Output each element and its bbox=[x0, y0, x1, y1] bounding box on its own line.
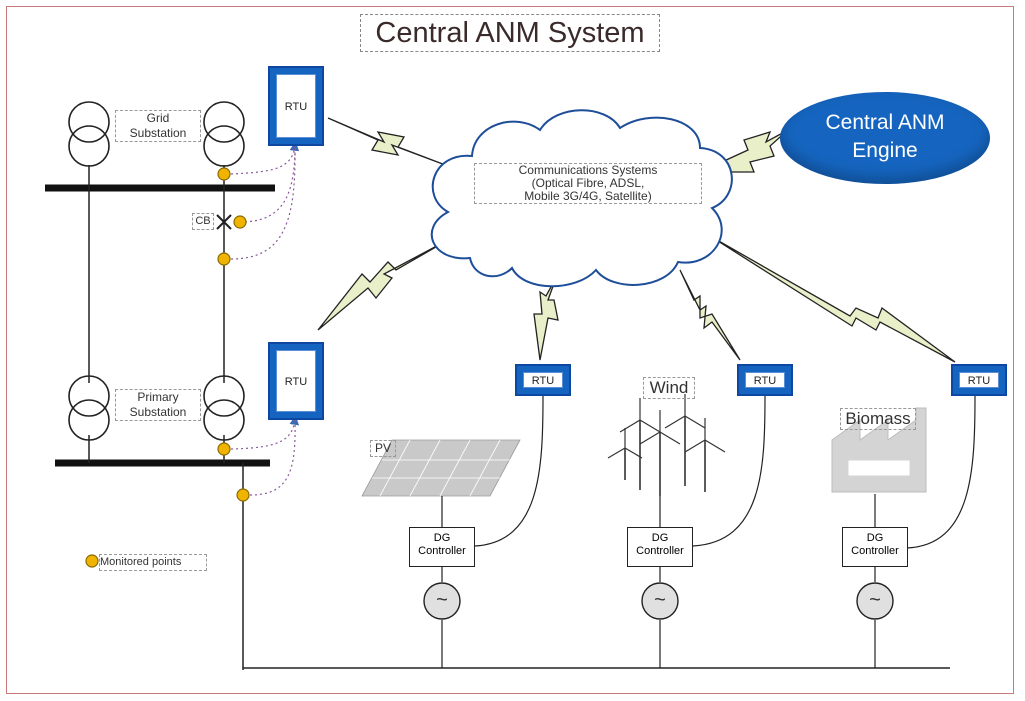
monitored-point bbox=[217, 442, 231, 456]
lightning-link-primary-rtu bbox=[317, 239, 449, 331]
rtu-biomass-label: RTU bbox=[967, 375, 991, 387]
generators bbox=[423, 582, 894, 620]
rtu-primary[interactable]: RTU bbox=[268, 342, 324, 420]
dg-pv-line1: DG bbox=[433, 532, 451, 544]
dg-wind-line2: Controller bbox=[636, 545, 684, 557]
primary-transformer-right bbox=[203, 375, 245, 441]
rtu-pv-label: RTU bbox=[531, 375, 555, 387]
rtu-wind[interactable]: RTU bbox=[737, 364, 793, 396]
generator-wind-symbol: ~ bbox=[654, 589, 666, 611]
central-anm-engine[interactable]: Central ANM Engine bbox=[780, 92, 990, 184]
dg-biomass-line2: Controller bbox=[851, 545, 899, 557]
generator-biomass-icon bbox=[856, 582, 894, 620]
wireless-links bbox=[317, 117, 956, 363]
lightning-link-biomass-rtu bbox=[709, 235, 956, 363]
monitored-point bbox=[233, 215, 247, 229]
generator-biomass-symbol: ~ bbox=[869, 589, 881, 611]
dg-controller-biomass[interactable]: DG Controller bbox=[842, 527, 908, 567]
grid-transformer-left bbox=[68, 101, 110, 167]
grid-label-line1: Grid bbox=[146, 111, 170, 125]
grid-substation-label: Grid Substation bbox=[115, 110, 201, 142]
rtu-grid-label: RTU bbox=[284, 101, 308, 113]
dg-wind-line1: DG bbox=[651, 532, 669, 544]
grid-transformer-right bbox=[203, 101, 245, 167]
rtu-dg-links bbox=[474, 395, 976, 549]
page-title: Central ANM System bbox=[360, 14, 660, 52]
dg-controller-wind[interactable]: DG Controller bbox=[627, 527, 693, 567]
biomass-label: Biomass bbox=[840, 408, 916, 430]
generator-pv-icon bbox=[423, 582, 461, 620]
wind-turbines-icon bbox=[607, 394, 726, 496]
dg-pv-line2: Controller bbox=[418, 545, 466, 557]
wind-label: Wind bbox=[643, 377, 695, 399]
generator-wind-icon bbox=[641, 582, 679, 620]
rtu-biomass[interactable]: RTU bbox=[951, 364, 1007, 396]
outer-frame bbox=[6, 6, 1014, 694]
lightning-link-wind-rtu bbox=[679, 269, 741, 361]
communications-label: Communications Systems (Optical Fibre, A… bbox=[474, 163, 702, 204]
circuit-breaker-icon bbox=[216, 214, 232, 230]
legend-label: Monitored points bbox=[99, 554, 207, 571]
dg-connections bbox=[441, 494, 876, 668]
primary-label-line1: Primary bbox=[137, 390, 179, 404]
monitored-point bbox=[217, 252, 231, 266]
pv-panel-icon bbox=[361, 439, 521, 497]
primary-label-line2: Substation bbox=[129, 405, 187, 419]
legend-monitored-point bbox=[85, 554, 99, 568]
communications-cloud bbox=[430, 109, 733, 288]
primary-substation-label: Primary Substation bbox=[115, 389, 201, 421]
dg-controller-pv[interactable]: DG Controller bbox=[409, 527, 475, 567]
generator-pv-symbol: ~ bbox=[436, 589, 448, 611]
cloud-line2: (Optical Fibre, ADSL, bbox=[531, 176, 645, 190]
engine-line2: Engine bbox=[852, 139, 918, 162]
primary-transformer-left bbox=[68, 375, 110, 441]
engine-line1: Central ANM bbox=[825, 111, 945, 134]
monitored-point bbox=[236, 488, 250, 502]
dg-biomass-line1: DG bbox=[866, 532, 884, 544]
rtu-primary-label: RTU bbox=[284, 376, 308, 388]
grid-label-line2: Substation bbox=[129, 126, 187, 140]
lightning-link-top-rtu bbox=[327, 117, 449, 167]
measurement-links bbox=[230, 141, 300, 496]
circuit-breaker-label: CB bbox=[192, 213, 214, 230]
pv-label: PV bbox=[370, 440, 396, 457]
rtu-grid[interactable]: RTU bbox=[268, 66, 324, 146]
monitored-points bbox=[85, 167, 250, 568]
rtu-wind-label: RTU bbox=[753, 375, 777, 387]
lightning-link-pv-rtu bbox=[533, 277, 559, 361]
cloud-line1: Communications Systems bbox=[518, 163, 658, 177]
rtu-pv[interactable]: RTU bbox=[515, 364, 571, 396]
cloud-line3: Mobile 3G/4G, Satellite) bbox=[524, 189, 652, 203]
monitored-point bbox=[217, 167, 231, 181]
